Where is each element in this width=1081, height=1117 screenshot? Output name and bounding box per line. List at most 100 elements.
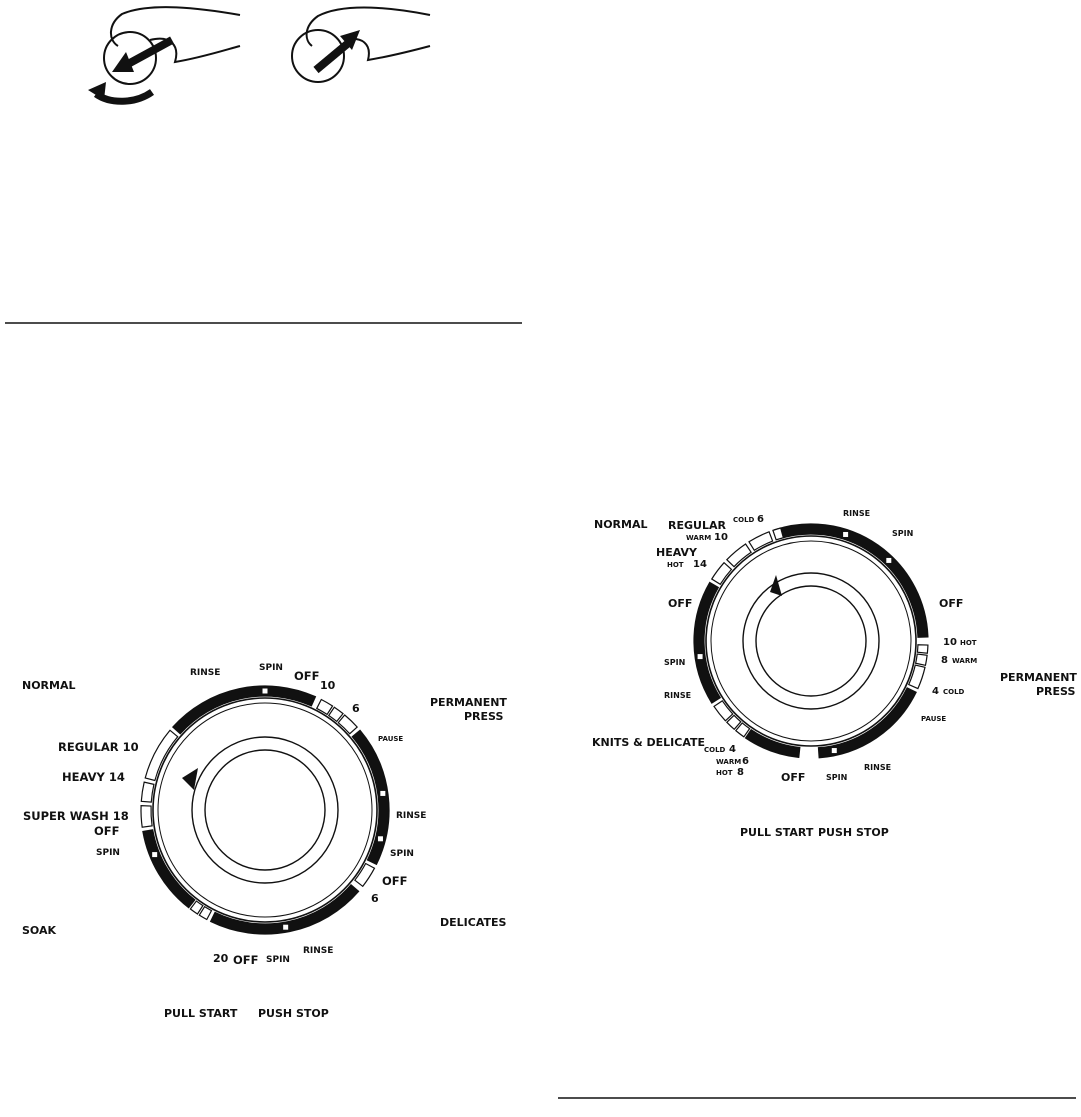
d2-kd-6: 6 bbox=[742, 756, 749, 767]
d2-kd-cold: COLD bbox=[704, 746, 726, 754]
d1-pause: PAUSE bbox=[378, 735, 403, 743]
d1-delicates: DELICATES bbox=[440, 916, 506, 929]
d2-cold: COLD bbox=[733, 516, 755, 524]
d2-tick-spin-top bbox=[886, 557, 892, 563]
d2-seg-normal-14 bbox=[710, 561, 733, 586]
d1-num-6-right: 6 bbox=[371, 892, 379, 905]
d2-kd-8: 8 bbox=[737, 767, 744, 778]
d1-press: PRESS bbox=[464, 710, 503, 723]
d2-tick-spin-bottom bbox=[831, 748, 837, 754]
d2-seg-bottom-dark bbox=[817, 687, 917, 759]
d1-seg-top-6 bbox=[337, 714, 358, 735]
d2-kd-4: 4 bbox=[729, 744, 736, 755]
dial-1-knob-outer bbox=[191, 736, 339, 884]
d2-tick-rinse-top bbox=[843, 531, 849, 537]
d1-heavy: HEAVY 14 bbox=[62, 770, 125, 784]
d2-pp-8: 8 bbox=[941, 655, 948, 666]
d2-seg-kd-6 bbox=[725, 714, 742, 731]
d1-seg-right-6 bbox=[353, 862, 376, 888]
d2-seg-kd-4 bbox=[713, 700, 734, 722]
d2-spin-bottom: SPIN bbox=[826, 773, 847, 782]
d1-rinse-top: RINSE bbox=[190, 668, 220, 678]
dial-2: NORMAL REGULAR WARM 10 COLD 6 HEAVY HOT … bbox=[592, 509, 1077, 839]
push-arrowhead-icon bbox=[340, 30, 360, 50]
d2-off-left: OFF bbox=[668, 597, 692, 610]
d1-seg-left-18 bbox=[140, 805, 153, 828]
d2-seg-kd-8 bbox=[734, 722, 751, 738]
hand-outline-left bbox=[110, 6, 241, 64]
pull-knob-illustration bbox=[88, 6, 241, 105]
d1-tick-spin-bottom bbox=[283, 924, 289, 930]
d1-tick-spin-top bbox=[262, 688, 268, 694]
dial-1-knob-inner[interactable] bbox=[204, 749, 326, 871]
dial-1: NORMAL REGULAR 10 HEAVY 14 SUPER WASH 18… bbox=[22, 663, 507, 1020]
d2-rinse-left: RINSE bbox=[664, 691, 691, 700]
d2-pp-warm: WARM bbox=[952, 657, 977, 665]
d2-press: PRESS bbox=[1036, 685, 1075, 698]
dial-2-mid-ring bbox=[710, 540, 912, 742]
d1-num-6: 6 bbox=[352, 702, 360, 715]
d2-seg-normal-6a bbox=[748, 530, 774, 552]
pull-arrow-icon bbox=[126, 36, 174, 68]
d1-tick-spin-right bbox=[377, 836, 383, 842]
d2-off-bottom: OFF bbox=[781, 771, 805, 784]
d2-seg-bottom2-dark bbox=[744, 728, 801, 759]
d2-warm: WARM bbox=[686, 534, 711, 542]
d2-num-6: 6 bbox=[757, 514, 764, 525]
d1-spin-right: SPIN bbox=[390, 849, 414, 859]
dial-1-segments bbox=[140, 685, 390, 935]
d2-kd-hot: HOT bbox=[716, 769, 733, 777]
d1-seg-top-10 bbox=[315, 698, 334, 716]
d2-seg-pp-8 bbox=[914, 653, 928, 667]
d1-num-20: 20 bbox=[213, 952, 229, 965]
d2-seg-pp-4 bbox=[907, 664, 926, 690]
d2-push-stop: PUSH STOP bbox=[818, 826, 889, 839]
d1-super-wash: SUPER WASH 18 bbox=[23, 809, 129, 823]
d2-pause: PAUSE bbox=[921, 715, 946, 723]
d2-seg-top-dark bbox=[774, 523, 929, 638]
d2-rinse-top: RINSE bbox=[843, 509, 870, 518]
dial-1-pointer-icon bbox=[182, 768, 198, 790]
d1-off-left: OFF bbox=[94, 824, 120, 838]
pull-arrowhead-icon bbox=[112, 52, 134, 72]
d2-pp-cold: COLD bbox=[943, 688, 965, 696]
d1-seg-top-8 bbox=[327, 706, 344, 723]
d2-heavy: HEAVY bbox=[656, 546, 698, 559]
d2-regular: REGULAR bbox=[668, 519, 726, 532]
d1-num-10: 10 bbox=[320, 679, 336, 692]
d1-normal: NORMAL bbox=[22, 679, 76, 692]
d1-spin-bottom: SPIN bbox=[266, 955, 290, 965]
d1-rinse-bottom: RINSE bbox=[303, 946, 333, 956]
d1-tick-spin-left bbox=[152, 852, 158, 858]
d1-rinse-right: RINSE bbox=[396, 811, 426, 821]
push-knob-illustration bbox=[291, 6, 431, 83]
d1-off-right: OFF bbox=[382, 874, 408, 888]
d1-seg-bottom-dark bbox=[209, 883, 360, 935]
d2-seg-pp-10 bbox=[916, 644, 929, 654]
d1-seg-right-dark bbox=[351, 729, 390, 866]
dial-1-outer-ring bbox=[152, 697, 378, 923]
d2-num-10: 10 bbox=[714, 532, 728, 543]
dial-2-outer-ring bbox=[705, 535, 917, 747]
d2-kd-warm: WARM bbox=[716, 758, 741, 766]
d2-knits-delicate: KNITS & DELICATE bbox=[592, 736, 705, 749]
knob-circle-left bbox=[103, 31, 157, 85]
d2-seg-left-dark bbox=[693, 581, 722, 704]
d1-soak: SOAK bbox=[22, 924, 56, 937]
d1-seg-left-10 bbox=[144, 729, 179, 782]
d1-spin-top: SPIN bbox=[259, 663, 283, 673]
d1-seg-left-14 bbox=[140, 781, 155, 803]
dial-1-mid-ring bbox=[157, 702, 373, 918]
d1-seg-top-dark bbox=[172, 685, 317, 735]
d1-off-top: OFF bbox=[294, 669, 320, 683]
d2-normal: NORMAL bbox=[594, 518, 648, 531]
hand-outline-right bbox=[305, 6, 431, 62]
d1-off-bottom: OFF bbox=[233, 953, 259, 967]
d2-pull-start: PULL START bbox=[740, 826, 814, 839]
rotate-arrowhead-icon bbox=[88, 82, 106, 100]
d2-rinse-bottom: RINSE bbox=[864, 763, 891, 772]
d2-pp-10: 10 bbox=[943, 637, 957, 648]
d2-spin-left: SPIN bbox=[664, 658, 685, 667]
dial-2-knob-inner[interactable] bbox=[755, 585, 867, 697]
